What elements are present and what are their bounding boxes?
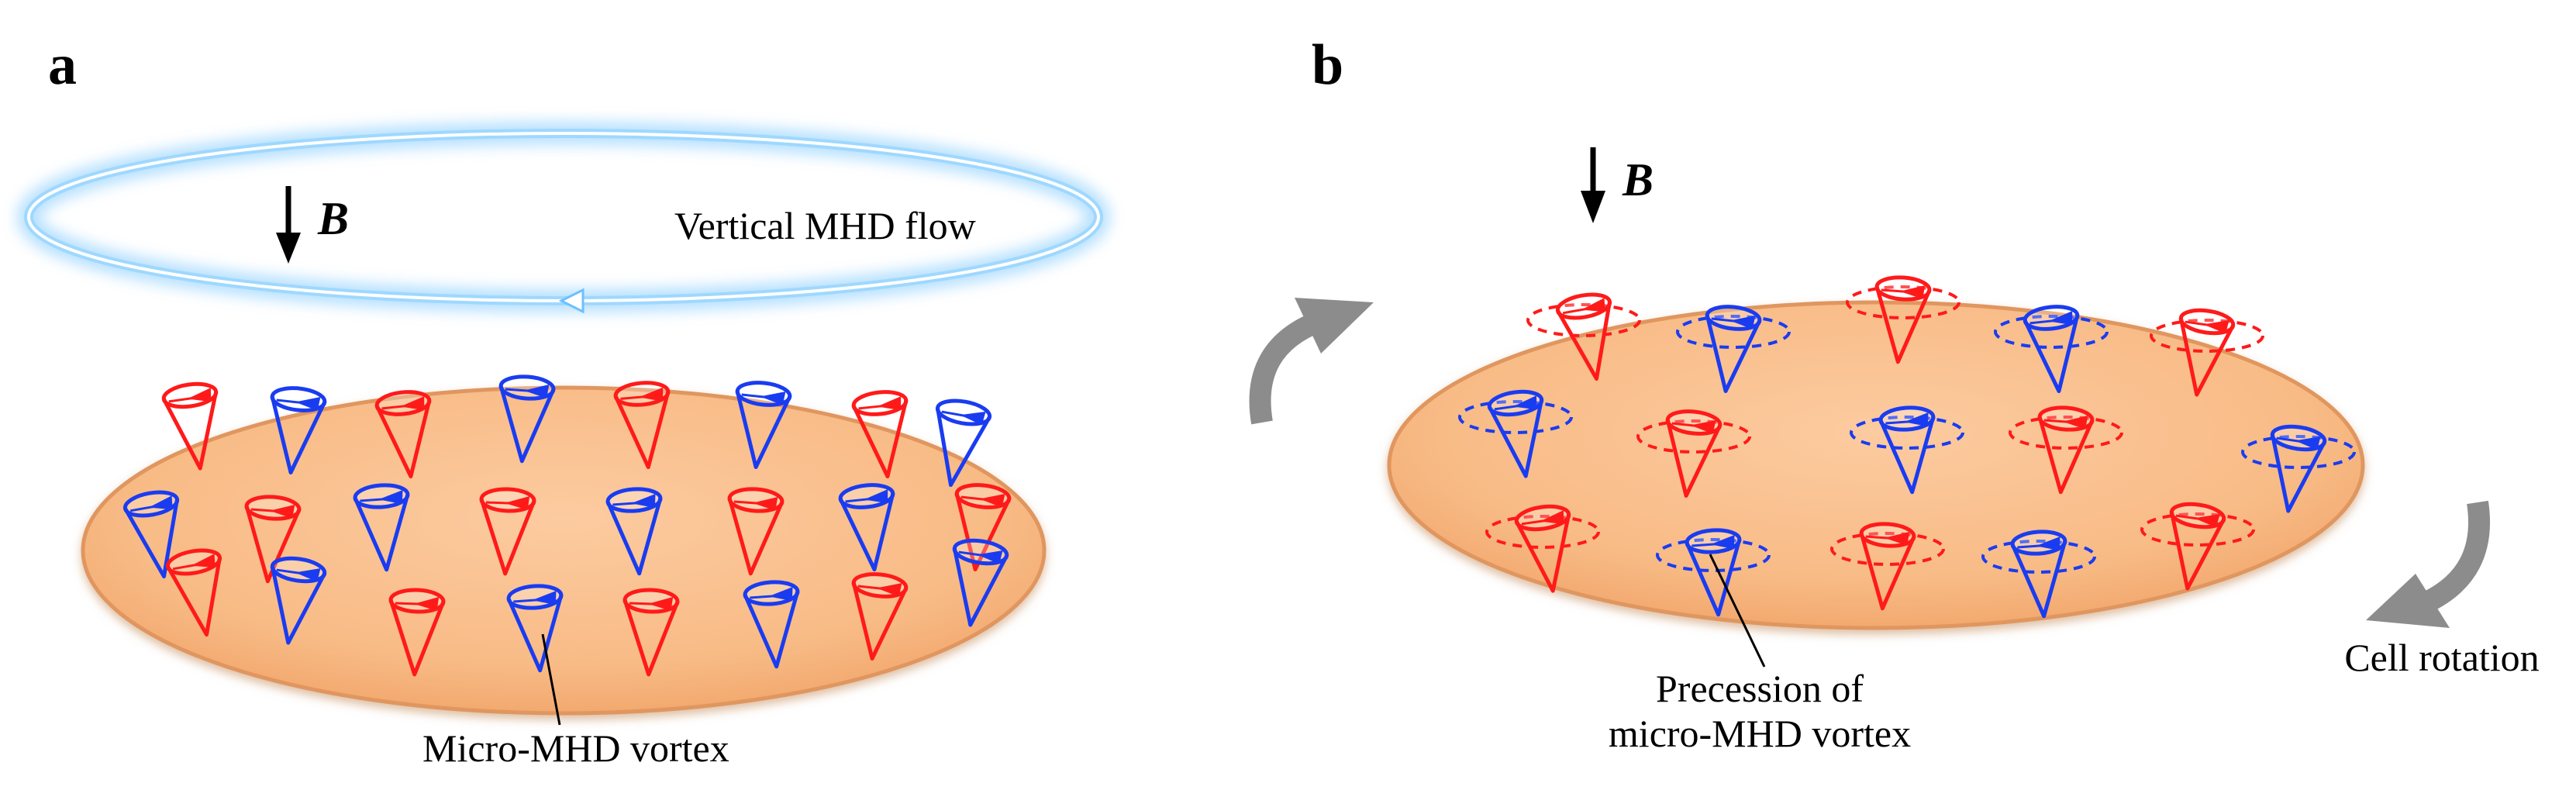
magnetic-field-arrow-b	[1581, 147, 1605, 223]
precessing-vortex-b-9	[2009, 405, 2123, 495]
vortex-cone-a-4	[498, 374, 556, 464]
precessing-vortex-b-3	[1846, 275, 1960, 364]
disk-a	[81, 385, 1047, 716]
vortex-cone-a-16	[954, 483, 1012, 571]
precessing-vortex-b-8	[1850, 405, 1964, 495]
vortex-cone-a-24	[952, 538, 1009, 627]
vortex-cone-a-22	[743, 580, 800, 669]
precessing-vortex-b-7	[1636, 409, 1751, 498]
precessing-vortex-b-11	[1485, 504, 1600, 593]
precessing-vortex-b-10	[2241, 424, 2356, 513]
vertical-mhd-flow-label: Vertical MHD flow	[674, 204, 976, 247]
cell-rotation-arrow-bottom	[2366, 500, 2491, 628]
precessing-vortex-b-6	[1458, 389, 1573, 478]
precession-label-line2: micro-MHD vortex	[1609, 712, 1911, 755]
cell-rotation-label: Cell rotation	[2344, 636, 2539, 679]
panel-a-letter: a	[48, 33, 77, 97]
precession-label-line1: Precession of	[1656, 667, 1864, 710]
vortex-cone-a-7	[851, 390, 909, 478]
vortex-cone-a-3	[374, 390, 432, 478]
flow-direction-arrowhead	[558, 288, 585, 314]
precessing-vortex-b-14	[1981, 530, 2096, 619]
vortex-cone-a-14	[727, 487, 785, 576]
precessing-vortex-b-4	[1994, 305, 2109, 393]
precessing-vortex-b-13	[1830, 522, 1945, 611]
precessing-vortex-b-1	[1526, 292, 1641, 381]
vortex-cone-a-1	[161, 381, 219, 471]
vortex-cone-a-12	[479, 487, 536, 576]
cell-rotation-arrow-top	[1249, 298, 1374, 425]
magnetic-field-arrow-a	[276, 186, 301, 264]
vortex-cone-a-23	[851, 572, 909, 661]
vortex-leader-line-a	[541, 633, 561, 726]
precessing-vortex-b-2	[1676, 305, 1791, 393]
vortex-cone-a-17	[165, 548, 222, 637]
precessing-vortex-b-12	[1656, 528, 1771, 617]
vortex-cone-a-20	[506, 584, 564, 673]
disk-b	[1387, 300, 2365, 630]
vortex-cone-a-10	[244, 495, 302, 584]
micro-mhd-vortex-label: Micro-MHD vortex	[422, 726, 729, 770]
magnetic-field-label-b: B	[1622, 154, 1654, 205]
vortex-group-b	[1458, 275, 2356, 619]
vortex-cone-a-5	[613, 381, 671, 470]
vortex-cone-a-19	[388, 588, 446, 677]
vortex-cone-a-13	[605, 487, 663, 576]
precessing-vortex-b-5	[2150, 308, 2264, 397]
panel-a: a B Vertical MHD flow	[17, 33, 1110, 770]
vortex-leader-line-b	[1709, 554, 1766, 668]
precessing-vortex-b-15	[2140, 502, 2255, 591]
vortex-cone-a-11	[353, 483, 410, 572]
panel-b-letter: b	[1312, 33, 1343, 97]
vortex-cone-a-18	[270, 556, 327, 645]
panel-b: b B	[1249, 33, 2540, 755]
magnetic-field-label-a: B	[317, 193, 349, 244]
vortex-cone-a-2	[270, 386, 327, 474]
vortex-cone-a-15	[838, 483, 895, 571]
vortex-cone-a-8	[935, 398, 992, 488]
vortex-cone-a-9	[122, 490, 180, 579]
vortex-cone-a-6	[735, 381, 792, 469]
vortex-cone-a-21	[622, 588, 680, 677]
vortex-group-a	[122, 374, 1012, 677]
vertical-mhd-flow-ring	[17, 122, 1110, 314]
